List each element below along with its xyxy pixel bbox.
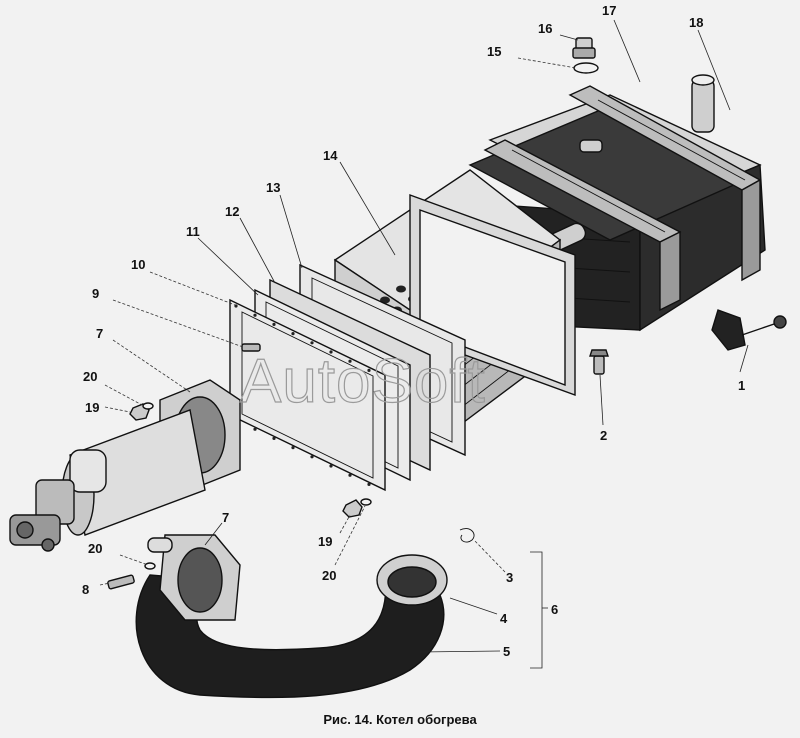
- callout-1: 1: [738, 378, 745, 393]
- gasket-bolt-hole: [291, 332, 295, 336]
- callout-2: 2: [600, 428, 607, 443]
- gasket-bolt-hole: [291, 446, 295, 450]
- gasket-bolt-hole: [253, 427, 257, 431]
- exhaust-elbow: [135, 534, 448, 699]
- watermark: AutoSoft: [240, 347, 486, 416]
- callout-17: 17: [602, 3, 616, 18]
- callout-16: 16: [538, 21, 552, 36]
- leader-lines: [99, 19, 749, 669]
- gasket-bolt-hole: [272, 322, 276, 326]
- callout-10: 10: [131, 257, 145, 272]
- callout-19-upper: 19: [85, 400, 99, 415]
- bolt-2: [589, 349, 609, 375]
- callout-4: 4: [500, 611, 508, 626]
- callout-11: 11: [186, 224, 200, 239]
- washer-20: [142, 402, 372, 570]
- callout-9: 9: [92, 286, 99, 301]
- gasket-bolt-hole: [272, 436, 276, 440]
- drain-valve-1: [711, 309, 787, 351]
- callout-3: 3: [506, 570, 513, 585]
- callout-20-lower: 20: [322, 568, 336, 583]
- washer-15: [573, 62, 599, 74]
- callout-6: 6: [551, 602, 558, 617]
- gasket-bolt-hole: [310, 455, 314, 459]
- callout-18: 18: [689, 15, 703, 30]
- callout-19-lower: 19: [318, 534, 332, 549]
- gasket-bolt-hole: [348, 473, 352, 477]
- callout-7-upper: 7: [96, 326, 103, 341]
- callout-20-upper: 20: [83, 369, 97, 384]
- callout-13: 13: [266, 180, 280, 195]
- callout-12: 12: [225, 204, 239, 219]
- nut-19b: [342, 499, 363, 518]
- burner-assembly: [9, 379, 241, 552]
- plug-16: [572, 37, 596, 59]
- callout-14: 14: [323, 148, 338, 163]
- callout-7-lower: 7: [222, 510, 229, 525]
- gasket-bolt-hole: [329, 464, 333, 468]
- callout-15: 15: [487, 44, 501, 59]
- bolt-8: [107, 574, 135, 590]
- gasket-bolt-holes: [234, 304, 371, 486]
- bolt-9: [241, 343, 261, 352]
- gasket-bolt-hole: [310, 341, 314, 345]
- figure-caption: Рис. 14. Котел обогрева: [323, 712, 477, 727]
- gasket-10: [229, 298, 386, 492]
- callout-5: 5: [503, 644, 510, 659]
- gasket-bolt-hole: [253, 313, 257, 317]
- gasket-bolt-hole: [329, 350, 333, 354]
- gasket-bolt-hole: [367, 482, 371, 486]
- callout-20-elbow: 20: [88, 541, 102, 556]
- gasket-bolt-hole: [348, 359, 352, 363]
- core-hole: [396, 285, 406, 293]
- clamp-3: [459, 528, 475, 543]
- callout-numbers: 1 2 3 4 5 6 7 7 8 9 10 11 12 13 14 15 16…: [82, 3, 745, 659]
- gasket-bolt-hole: [367, 368, 371, 372]
- gasket-bolt-hole: [234, 304, 238, 308]
- callout-8: 8: [82, 582, 89, 597]
